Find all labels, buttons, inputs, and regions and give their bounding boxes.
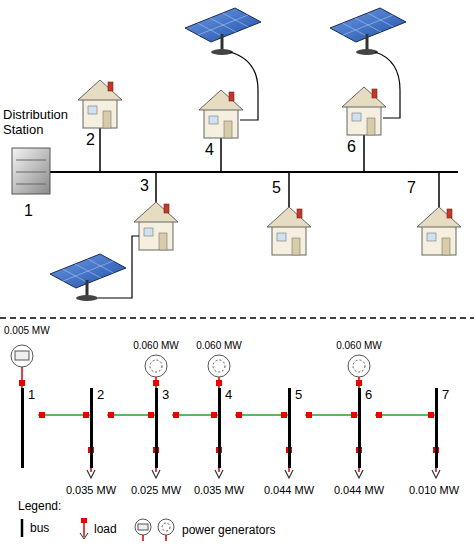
breaker-mark [148, 412, 154, 418]
bus-number: 4 [221, 388, 235, 403]
breaker-mark [351, 412, 357, 418]
legend-text: power generators [182, 523, 275, 537]
line-segment [305, 414, 358, 416]
callout-number: 6 [347, 138, 356, 156]
legend-text: load [94, 522, 117, 536]
breaker-mark [428, 412, 434, 418]
legend-text: bus [30, 521, 49, 535]
bus-number: 1 [24, 388, 38, 403]
legend-item: load [78, 518, 117, 540]
load-value: 0.010 MW [409, 484, 459, 497]
bus-bar: 3 [155, 388, 172, 468]
load-value: 0.044 MW [264, 484, 314, 497]
line-segment [38, 414, 90, 416]
bus-number: 3 [158, 388, 172, 403]
breaker-mark [83, 412, 89, 418]
generator-rating: 0.005 MW [4, 325, 50, 337]
load-symbol [78, 518, 90, 540]
bus-bar: 4 [218, 388, 235, 468]
line-segment [375, 414, 435, 416]
bus-bar: 5 [288, 388, 305, 468]
bus-bar: 6 [358, 388, 375, 468]
load-value: 0.035 MW [194, 484, 244, 497]
bus-bar: 2 [90, 388, 107, 468]
legend-item: power generators [132, 518, 275, 542]
breaker-mark [281, 412, 287, 418]
line-segment [107, 414, 155, 416]
breaker-mark [236, 412, 242, 418]
breaker-mark [211, 412, 217, 418]
callout-number: 2 [86, 131, 95, 149]
bus-number: 7 [438, 388, 452, 403]
bus-symbol [18, 518, 26, 538]
callout-number: 4 [205, 141, 214, 159]
load-value: 0.025 MW [131, 484, 181, 497]
bus-number: 2 [93, 388, 107, 403]
bus-number: 6 [361, 388, 375, 403]
callout-number: 1 [24, 202, 33, 220]
bus-number: 5 [291, 388, 305, 403]
generator-rating: 0.060 MW [196, 340, 242, 352]
legend-item: bus [18, 518, 49, 538]
bus-bar: 7 [435, 388, 452, 468]
load-value: 0.044 MW [334, 484, 384, 497]
bus-bar: 1 [21, 388, 38, 468]
breaker-mark [376, 412, 382, 418]
breaker-mark [173, 412, 179, 418]
breaker-mark [306, 412, 312, 418]
generator-symbol [132, 518, 178, 542]
generator-rating: 0.060 MW [133, 340, 179, 352]
line-segment [235, 414, 288, 416]
breaker-mark [108, 412, 114, 418]
station-name: Distribution Station [3, 108, 83, 138]
breaker-mark [39, 412, 45, 418]
legend-title: Legend: [18, 500, 61, 514]
load-value: 0.035 MW [66, 484, 116, 497]
generator-rating: 0.060 MW [336, 340, 382, 352]
callout-number: 3 [140, 177, 149, 195]
callout-number: 5 [272, 179, 281, 197]
callout-number: 7 [407, 179, 416, 197]
